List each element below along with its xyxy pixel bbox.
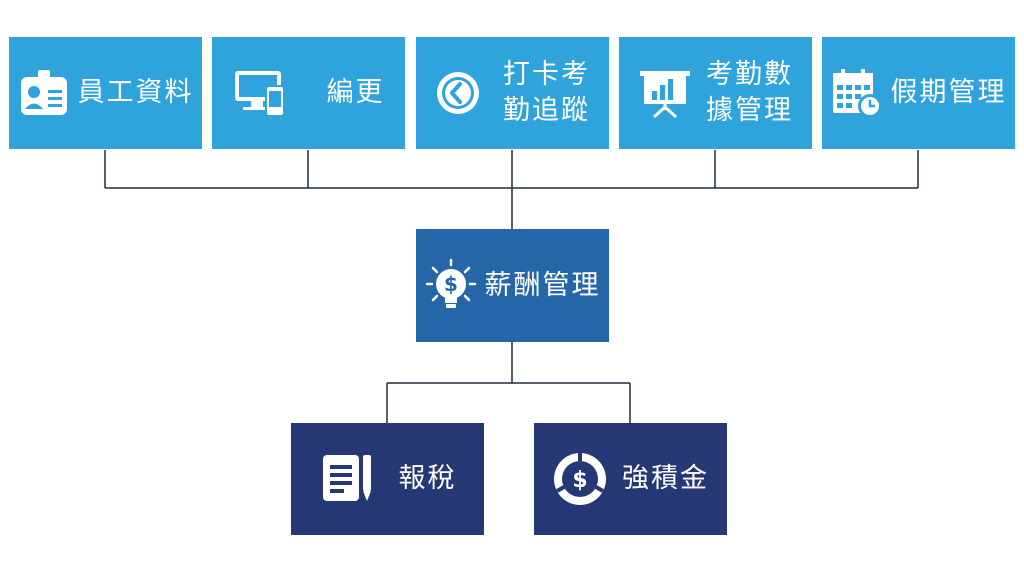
node-label: 員工資料 xyxy=(77,77,194,108)
devices-icon xyxy=(233,67,287,119)
dollar-cycle-icon: $ xyxy=(552,451,608,507)
svg-text:$: $ xyxy=(444,272,458,296)
lightbulb-dollar-icon: $ xyxy=(425,258,477,314)
document-pen-icon xyxy=(319,451,377,507)
node-payroll-management: $ 薪酬管理 xyxy=(416,229,609,342)
node-employee-data: 員工資料 xyxy=(9,37,202,149)
node-label: 強積金 xyxy=(622,463,709,494)
presentation-chart-icon xyxy=(638,67,692,119)
clock-icon xyxy=(435,70,481,116)
node-label: 假期管理 xyxy=(890,77,1007,108)
employee-badge-icon xyxy=(18,68,70,118)
calendar-clock-icon xyxy=(831,67,883,119)
svg-text:$: $ xyxy=(572,468,587,493)
node-label: 考勤數 據管理 xyxy=(706,59,793,126)
node-mpf: $ 強積金 xyxy=(534,423,727,535)
node-attendance-data: 考勤數 據管理 xyxy=(619,37,812,149)
node-leave-management: 假期管理 xyxy=(822,37,1015,149)
node-rostering: 編更 xyxy=(212,37,405,149)
node-label: 薪酬管理 xyxy=(484,269,601,301)
node-label: 報稅 xyxy=(398,463,457,494)
node-label: 編更 xyxy=(326,77,385,108)
node-attendance-tracking: 打卡考 勤追蹤 xyxy=(416,37,609,149)
node-tax-filing: 報稅 xyxy=(291,423,484,535)
node-label: 打卡考 勤追蹤 xyxy=(503,59,590,126)
